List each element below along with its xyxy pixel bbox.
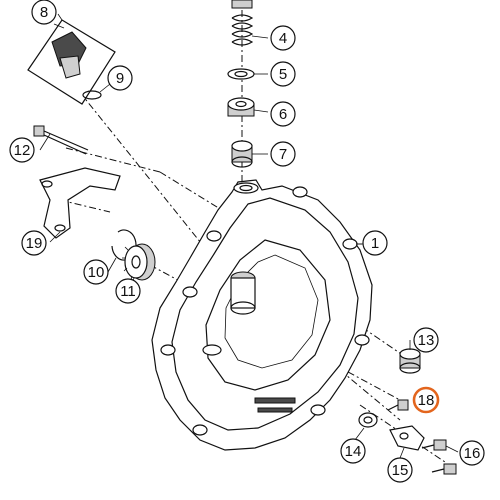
callout-label: 8 xyxy=(40,4,48,21)
part-12-bolt xyxy=(33,125,89,155)
callout-7[interactable]: 7 xyxy=(270,141,296,167)
part-16-bolts xyxy=(421,439,457,475)
part-1-clutch-cover xyxy=(151,179,373,451)
callout-label: 1 xyxy=(371,235,379,252)
callout-label: 19 xyxy=(26,235,43,252)
callout-15[interactable]: 15 xyxy=(387,457,413,483)
part-7-bushing xyxy=(231,140,268,168)
callout-label: 10 xyxy=(88,264,105,281)
callout-label: 6 xyxy=(279,106,287,123)
highlight-ring xyxy=(412,386,440,414)
callouts: 8 4 5 9 6 12 7 19 xyxy=(9,0,485,483)
part-6-bearing xyxy=(227,97,269,117)
callout-14[interactable]: 14 xyxy=(340,438,366,464)
callout-19[interactable]: 19 xyxy=(21,230,47,256)
part-5-washer xyxy=(227,68,268,80)
callout-label: 9 xyxy=(116,70,124,87)
callout-label: 18 xyxy=(418,392,435,409)
part-18-screw xyxy=(387,399,409,411)
callout-label: 5 xyxy=(279,66,287,83)
part-8-cap-box xyxy=(27,13,116,105)
callout-6[interactable]: 6 xyxy=(270,101,296,127)
callout-5[interactable]: 5 xyxy=(270,61,296,87)
callout-18-highlighted[interactable]: 18 xyxy=(412,386,440,414)
leader-lines xyxy=(39,23,459,459)
callout-13[interactable]: 13 xyxy=(413,327,439,353)
part-19-bracket xyxy=(39,167,121,239)
callout-label: 12 xyxy=(14,142,31,159)
callout-label: 4 xyxy=(279,30,287,47)
part-13-plug xyxy=(399,348,421,374)
callout-16[interactable]: 16 xyxy=(459,440,485,466)
part-9-oring xyxy=(82,83,111,100)
callout-4[interactable]: 4 xyxy=(270,25,296,51)
callout-8[interactable]: 8 xyxy=(31,0,57,25)
callout-label: 11 xyxy=(120,283,136,300)
part-14-seal xyxy=(358,412,378,428)
part-4-spring xyxy=(231,0,269,46)
callout-12[interactable]: 12 xyxy=(9,137,35,163)
callout-label: 13 xyxy=(418,332,435,349)
callout-label: 15 xyxy=(392,462,409,479)
callout-9[interactable]: 9 xyxy=(107,65,133,91)
callout-label: 16 xyxy=(464,445,481,462)
callout-label: 14 xyxy=(345,443,362,460)
callout-11[interactable]: 11 xyxy=(115,278,141,304)
callout-1[interactable]: 1 xyxy=(362,230,388,256)
callout-label: 7 xyxy=(279,146,287,163)
part-11-gear xyxy=(122,243,156,281)
callout-10[interactable]: 10 xyxy=(83,259,109,285)
part-15-clip xyxy=(389,425,425,451)
